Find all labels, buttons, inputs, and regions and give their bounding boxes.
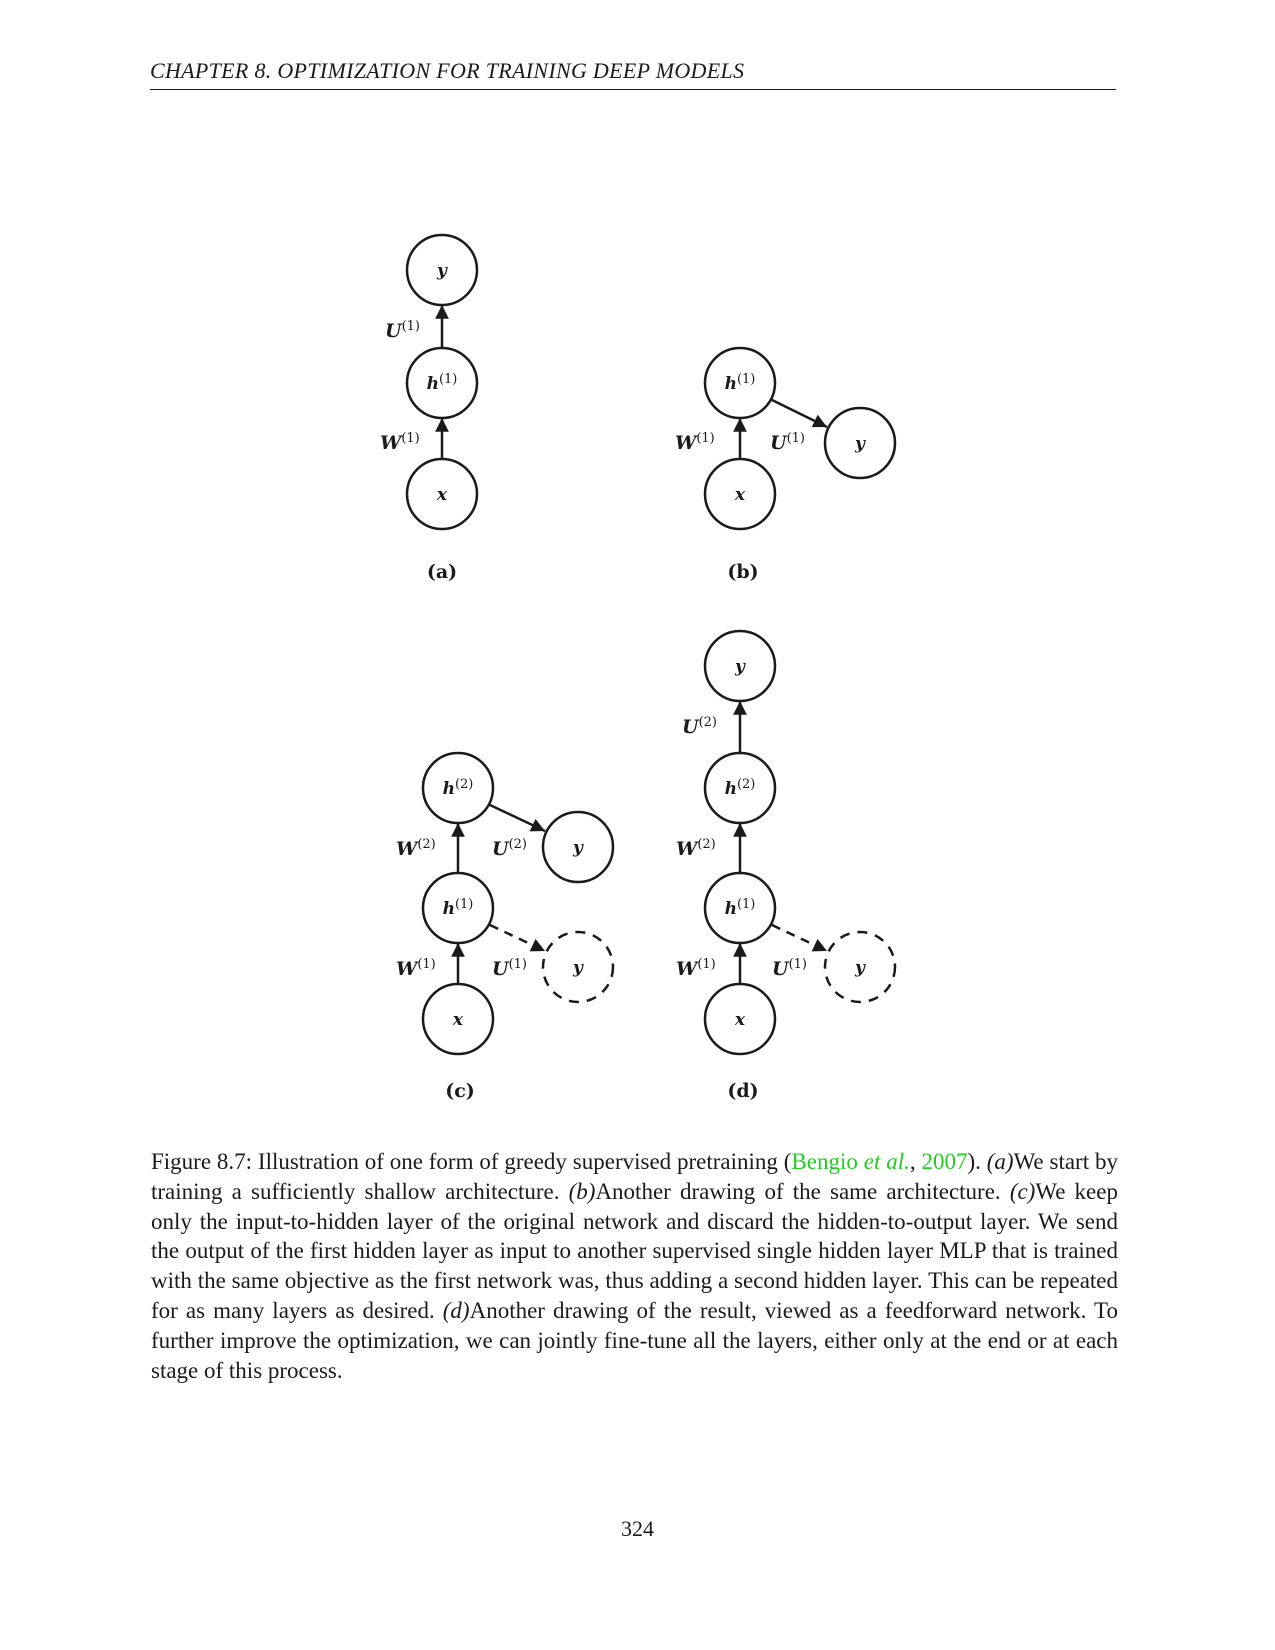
node-b-h1-label: h(1) (725, 372, 756, 394)
edge-c-w1-label: W(1) (396, 957, 436, 980)
node-c-x-label: x (452, 1010, 464, 1030)
edge-c-u1-label: U(1) (492, 957, 527, 980)
node-d-h2-label: h(2) (725, 777, 756, 799)
edge-b-w1-label: W(1) (675, 431, 715, 454)
node-b-y-label: y (854, 434, 866, 454)
edge-b-h1-y (771, 398, 828, 429)
edge-c-u2-label: U(2) (492, 837, 527, 860)
caption-d-tag: (d) (442, 1297, 470, 1323)
edge-d-w2-label: W(2) (676, 837, 716, 860)
panel-b-label: (b) (727, 561, 758, 583)
edge-d-w1-label: W(1) (676, 957, 716, 980)
citation-author: Bengio (791, 1149, 864, 1174)
edge-c-h1-y1 (489, 923, 546, 953)
caption-d-text: Another drawing of the result, viewed as… (151, 1297, 1118, 1383)
caption-a-text: We start by training a sufficiently shal… (151, 1149, 1118, 1204)
running-head: CHAPTER 8. OPTIMIZATION FOR TRAINING DEE… (150, 58, 745, 83)
citation-link[interactable]: Bengio et al. (791, 1149, 909, 1174)
citation-separator: , (909, 1149, 922, 1174)
citation-etal: et al. (863, 1149, 910, 1174)
panel-a: y h(1) x W(1) U(1) (a) (380, 233, 479, 583)
panel-a-label: (a) (427, 561, 457, 583)
panel-d-label: (d) (727, 1080, 758, 1102)
caption-c-tag: (c) (1009, 1178, 1036, 1204)
caption-b-text: Another drawing of the same architecture… (595, 1178, 1010, 1204)
caption-intro-end: ). (967, 1149, 981, 1174)
node-c-y1-label: y (572, 958, 584, 978)
node-c-h1-label: h(1) (443, 897, 474, 919)
panel-b: h(1) x y W(1) U(1) (b) (675, 346, 897, 583)
edge-d-u2-label: U(2) (682, 715, 717, 738)
node-c-y2-label: y (572, 838, 584, 858)
node-b-x-label: x (734, 485, 746, 505)
node-d-x-label: x (734, 1010, 746, 1030)
node-a-h1-label: h(1) (427, 372, 458, 394)
edge-c-w2-label: W(2) (396, 837, 436, 860)
node-a-y-label: y (436, 261, 448, 281)
node-a-x-label: x (436, 485, 448, 505)
caption-c-text: We keep only the input-to-hidden layer o… (151, 1178, 1118, 1323)
caption-b-tag: (b) (568, 1178, 596, 1204)
node-d-y2-label: y (734, 657, 746, 677)
citation-year[interactable]: 2007 (921, 1149, 968, 1174)
header-rule (150, 89, 1116, 90)
edge-b-u1-label: U(1) (770, 431, 805, 454)
edge-a-u1-label: U(1) (385, 319, 420, 342)
node-d-h1-label: h(1) (725, 897, 756, 919)
edge-d-u1-label: U(1) (772, 957, 807, 980)
panel-c: h(2) y h(1) y x W(1) W(2) U(2) U(1) (c) (396, 751, 615, 1102)
figure-diagram: y h(1) x W(1) U(1) (a) h(1) x y W(1) U(1… (380, 233, 897, 1102)
panel-d: y h(2) h(1) y x U(2) W(2) W(1) U(1) (d) (676, 629, 897, 1102)
edge-d-h1-y1 (771, 923, 828, 953)
caption-figure-number: Figure 8.7: (151, 1149, 253, 1174)
panel-c-label: (c) (445, 1080, 475, 1102)
node-c-y1 (541, 930, 615, 1004)
caption-a-tag: (a) (986, 1149, 1014, 1174)
edge-c-h2-y2 (489, 803, 546, 833)
caption-intro: Illustration of one form of greedy super… (252, 1149, 792, 1174)
node-d-y1 (823, 930, 897, 1004)
node-d-y1-label: y (854, 958, 866, 978)
edge-a-w1-label: W(1) (380, 431, 420, 454)
page-number: 324 (621, 1516, 654, 1541)
node-c-h2-label: h(2) (443, 777, 474, 799)
figure-caption: Figure 8.7: Illustration of one form of … (151, 1147, 1118, 1385)
node-b-y (823, 406, 897, 480)
node-c-y2 (541, 810, 615, 884)
